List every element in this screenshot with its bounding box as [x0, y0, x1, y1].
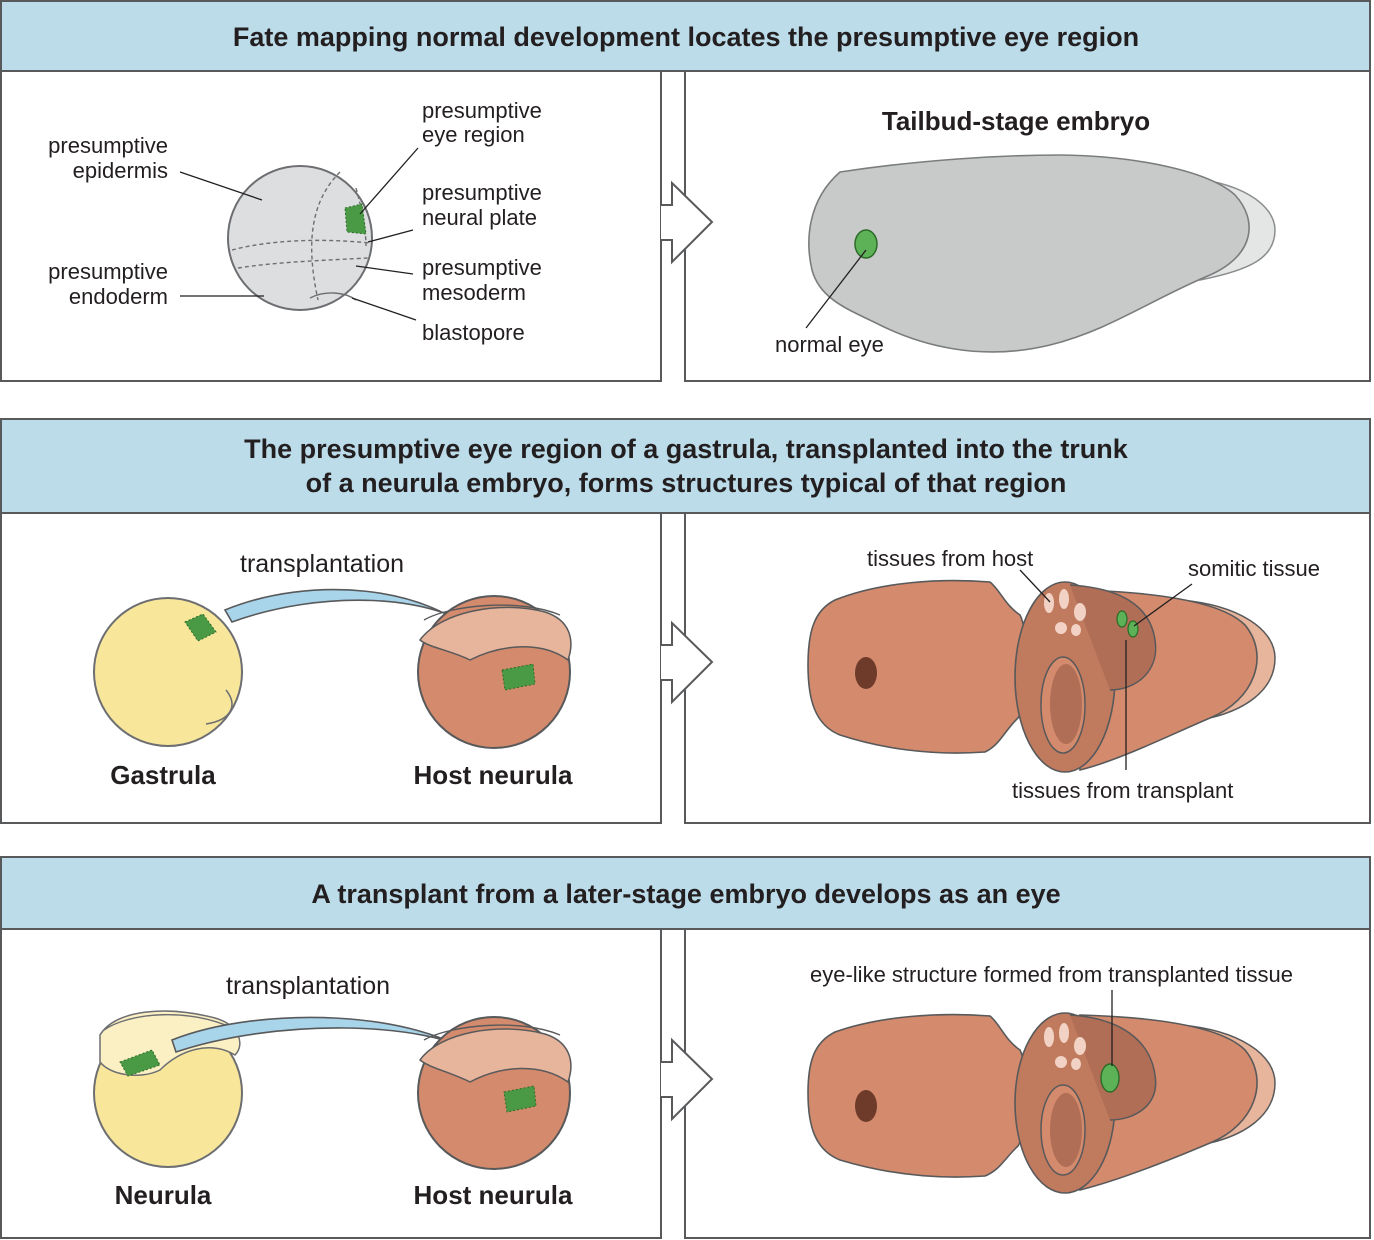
flow-arrow-1 — [660, 72, 714, 265]
panel-gastrula-transplant: The presumptive eye region of a gastrula… — [0, 418, 1371, 824]
label-epidermis-2: epidermis — [73, 158, 168, 183]
label-tissues-from-transplant: tissues from transplant — [1012, 778, 1233, 803]
label-gastrula: Gastrula — [110, 760, 216, 790]
panel-neurula-transplant: A transplant from a later-stage embryo d… — [0, 856, 1371, 1239]
host-eye-2 — [855, 657, 877, 689]
flow-arrow-3 — [660, 930, 714, 1122]
panel-2-leader-lines — [1019, 569, 1193, 770]
label-neural-plate-1: presumptive — [422, 180, 542, 205]
sectioned-embryo-2 — [807, 579, 1276, 773]
label-endoderm-1: presumptive — [48, 259, 168, 284]
label-eye-region-1: presumptive — [422, 98, 542, 123]
label-transplantation-2: transplantation — [240, 550, 404, 578]
fate-map-gastrula — [227, 165, 373, 311]
fate-map-leader-lines — [179, 147, 419, 321]
label-mesoderm-2: mesoderm — [422, 280, 526, 305]
label-host-neurula-3: Host neurula — [414, 1180, 573, 1210]
normal-eye — [854, 229, 878, 259]
panel-fate-mapping: Fate mapping normal development locates … — [0, 0, 1371, 382]
label-host-neurula-2: Host neurula — [414, 760, 573, 790]
label-eye-region-2: eye region — [422, 122, 525, 147]
host-patch-2 — [501, 663, 536, 691]
tailbud-title: Tailbud-stage embryo — [882, 106, 1150, 136]
label-somitic-tissue: somitic tissue — [1188, 556, 1320, 581]
label-tissues-from-host: tissues from host — [867, 546, 1033, 571]
panel-1-title: Fate mapping normal development locates … — [233, 22, 1139, 52]
somitic-tissue-1 — [1116, 610, 1128, 628]
label-epidermis-1: presumptive — [48, 133, 168, 158]
presumptive-eye-patch — [344, 203, 367, 235]
gastrula-donor — [93, 597, 243, 747]
panel-2-title-line-1: The presumptive eye region of a gastrula… — [244, 434, 1129, 464]
panel-2-title-line-2: of a neurula embryo, forms structures ty… — [306, 468, 1067, 498]
label-neural-plate-2: neural plate — [422, 205, 537, 230]
label-blastopore: blastopore — [422, 320, 525, 345]
label-endoderm-2: endoderm — [69, 284, 168, 309]
panel-3-header — [0, 856, 1371, 930]
panel-3-title: A transplant from a later-stage embryo d… — [311, 879, 1060, 909]
donor-patch — [184, 613, 217, 642]
fate-map-labels: presumptive epidermis presumptive endode… — [48, 98, 542, 345]
host-patch-3 — [503, 1085, 537, 1113]
panel-2-header — [0, 418, 1371, 514]
label-eye-like-structure: eye-like structure formed from transplan… — [810, 962, 1293, 987]
host-neurula-3 — [417, 1016, 572, 1170]
host-neurula-2 — [417, 595, 572, 749]
sectioned-embryo-3 — [807, 1012, 1276, 1194]
neurula-donor — [93, 1010, 243, 1168]
label-normal-eye: normal eye — [775, 332, 884, 357]
tailbud-embryo — [805, 154, 1276, 353]
donor-patch-3 — [119, 1049, 161, 1077]
eye-like-structure — [1100, 1063, 1120, 1093]
panel-1-header — [0, 0, 1371, 72]
label-neurula: Neurula — [115, 1180, 212, 1210]
label-transplantation-3: transplantation — [226, 972, 390, 1000]
label-mesoderm-1: presumptive — [422, 255, 542, 280]
flow-arrow-2 — [660, 514, 714, 705]
host-eye-3 — [855, 1090, 877, 1122]
